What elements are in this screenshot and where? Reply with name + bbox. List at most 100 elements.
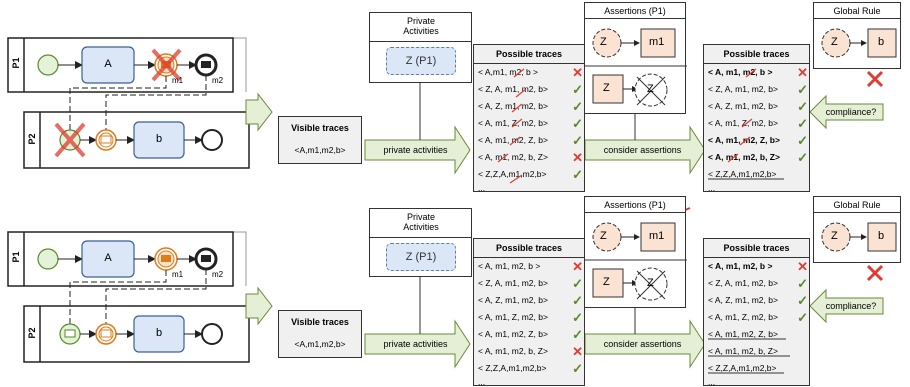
assertion-m1-box (640, 222, 676, 252)
trace-ellipsis: ... (478, 377, 486, 387)
check-icon: ✓ (572, 293, 583, 308)
assertion-z-label: Z (603, 276, 610, 288)
trace-row: < A, m1, m2, b > (478, 261, 541, 271)
trace-row: < Z, A, m1, m2, b> (708, 278, 778, 288)
trace-row: < A, m1, m2, b, Z> (478, 152, 548, 162)
bpmn-diagram (7, 231, 250, 363)
task-a-label: A (104, 252, 112, 264)
trace-row: < A, m1, m2, Z, b> (708, 135, 780, 145)
assertion-z-label: Z (603, 82, 610, 94)
rule-b-box (867, 222, 897, 252)
arrow-label-private: private activities (383, 339, 448, 349)
check-icon: ✓ (572, 82, 583, 97)
rule-left-label: Z (831, 36, 838, 48)
private-activity-label: Z (P1) (405, 55, 437, 67)
assertion-shapes (585, 222, 687, 301)
assertion-left-label: Z (600, 36, 607, 48)
message-label-m1: m1 (172, 76, 184, 85)
trace-row: < A, Z, m1, m2, b> (478, 295, 548, 305)
cross-icon: ✕ (572, 150, 583, 165)
visible-trace: <A,m1,m2,b> (294, 145, 346, 155)
task-a-label: A (104, 58, 112, 70)
compliance-cross-icon (866, 70, 884, 88)
visible-trace: <A,m1,m2,b> (294, 339, 346, 349)
scenario-1: P1 P2 A b m1 m2 private activities consi… (0, 0, 910, 193)
check-icon: ✓ (797, 276, 808, 291)
removed-cross-icon (54, 122, 86, 158)
assertions-title: Assertions (P1) (604, 200, 666, 210)
trace-row: < A, m1, Z, m2, b> (708, 312, 778, 322)
assertions-box: Assertions (P1) Z m1 Z Z (584, 2, 687, 114)
flow-arrows (245, 70, 884, 175)
visible-traces-title: Visible traces (291, 317, 349, 327)
assertions-box: Assertions (P1) Z m1 Z Z (584, 196, 687, 308)
possible-traces-box: Possible traces < A,m1, m2, b >✕< Z, A, … (473, 44, 585, 193)
global-rule-box: Global Rule Z b (813, 196, 901, 263)
cross-icon: ✕ (572, 65, 583, 80)
global-rule-title: Global Rule (833, 6, 881, 16)
arrow-label-compliance: compliance? (825, 107, 877, 117)
result-traces-title: Possible traces (723, 243, 790, 253)
trace-row: < A,m1, m2, b > (478, 67, 539, 77)
arrow-label-compliance: compliance? (825, 301, 877, 311)
arrow-label-private: private activities (383, 145, 448, 155)
trace-ellipsis: ... (708, 377, 716, 387)
check-icon: ✓ (572, 310, 583, 325)
task-b-label: b (155, 327, 163, 339)
private-activities-title: Private Activities (403, 212, 439, 232)
message-label-m1: m1 (172, 270, 184, 279)
strike-marks (708, 338, 790, 374)
assertion-z2-icon (634, 267, 668, 301)
check-icon: ✓ (797, 133, 808, 148)
check-icon: ✓ (572, 276, 583, 291)
trace-row: < A, m1, m2, b > (708, 67, 773, 77)
scenario-2: P1 P2 A b m1 m2 private activities consi… (0, 194, 910, 387)
end-event-icon (201, 129, 223, 151)
check-icon: ✓ (572, 327, 583, 342)
trace-row: < A, m1, m2, b, Z> (708, 152, 780, 162)
visible-traces-title: Visible traces (291, 123, 349, 133)
private-activity-z: Z (P1) (386, 47, 456, 75)
trace-row: < A, m1, m2, Z, b> (478, 135, 548, 145)
task-b-label: b (155, 133, 163, 145)
trace-row: < Z,Z,A,m1,m2,b> (478, 169, 547, 179)
trace-row: < Z,Z,A,m1,m2,b> (478, 363, 547, 373)
check-icon: ✓ (572, 167, 583, 182)
assertion-z2-label: Z (647, 83, 654, 95)
check-icon: ✓ (572, 361, 583, 376)
check-icon: ✓ (797, 116, 808, 131)
assertions-title: Assertions (P1) (604, 6, 666, 16)
rule-left-label: Z (831, 230, 838, 242)
global-rule-shapes (821, 222, 897, 252)
trace-row: < A, m1, Z, m2, b> (478, 312, 548, 322)
global-rule-box: Global Rule Z b (813, 2, 901, 69)
trace-row: < A, m1, m2, Z, b> (708, 329, 778, 339)
assertion-z-icon (592, 28, 622, 58)
assertion-shapes (585, 28, 687, 107)
trace-row: < Z, A, m1, m2, b> (478, 278, 548, 288)
assertion-z-icon (592, 222, 622, 252)
private-activity-z: Z (P1) (386, 243, 456, 271)
visible-traces-box: Visible traces <A,m1,m2,b> (278, 310, 362, 358)
trace-row: < A, m1, m2, b, Z> (708, 346, 778, 356)
trace-row: < A, m1, m2, b > (708, 261, 773, 271)
cross-icon: ✕ (572, 259, 583, 274)
trace-row: < A, m1, Z, m2, b> (478, 118, 548, 128)
trace-row: < Z,Z,A,m1,m2,b> (708, 363, 777, 373)
arrow-label-assert: consider assertions (603, 339, 682, 349)
trace-row: < Z, A, m1, m2, b> (708, 84, 778, 94)
compliance-cross-icon (866, 264, 884, 282)
global-rule-title: Global Rule (833, 200, 881, 210)
rule-right-label: b (878, 36, 885, 48)
possible-traces-box: Possible traces < A, m1, m2, b >✕< Z, A,… (473, 238, 585, 387)
cross-icon: ✕ (797, 259, 808, 274)
trace-row: < A, m1, Z, m2, b> (708, 118, 778, 128)
trace-row: < A, Z, m1, m2, b> (708, 101, 778, 111)
result-traces-title: Possible traces (723, 49, 790, 59)
check-icon: ✓ (797, 150, 808, 165)
trace-row: < A, Z, m1, m2, b> (478, 101, 548, 111)
assertion-right-label: m1 (649, 36, 665, 48)
check-icon: ✓ (572, 116, 583, 131)
possible-traces-title: Possible traces (495, 49, 563, 59)
visible-traces-box: Visible traces <A,m1,m2,b> (278, 116, 362, 164)
